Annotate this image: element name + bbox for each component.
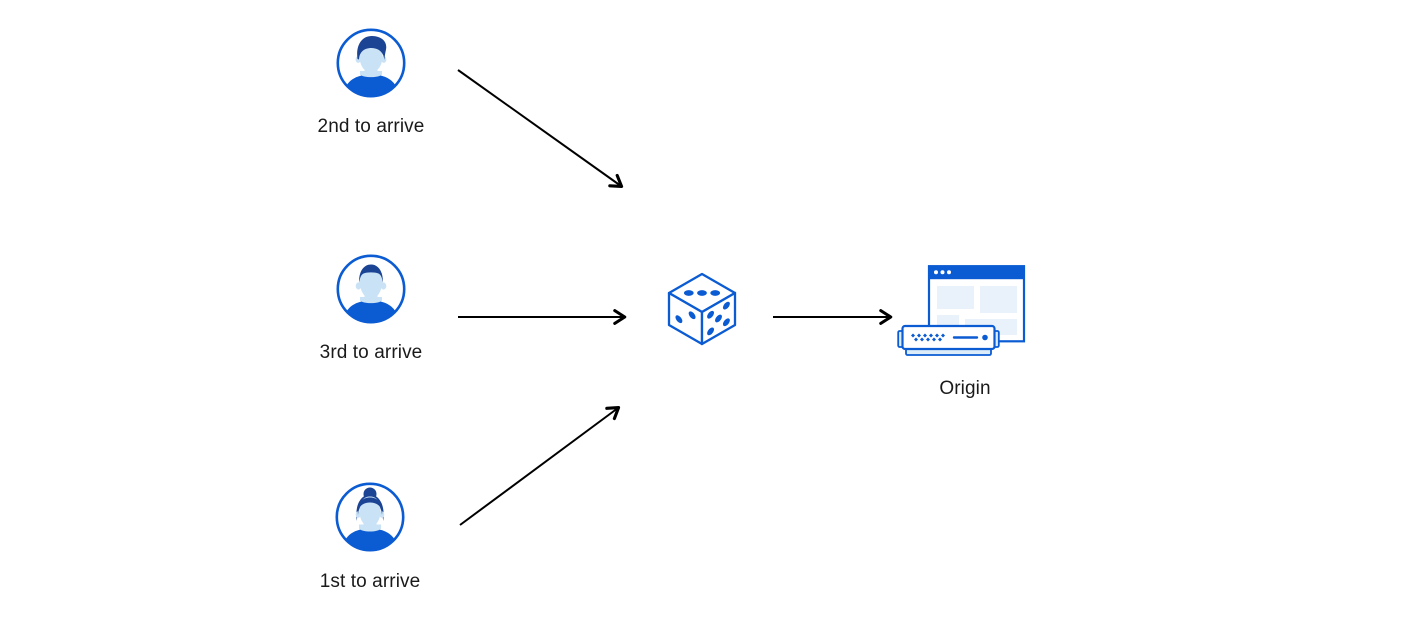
server-icon [897,324,1000,356]
user-avatar-male-swept-hair-icon [336,28,406,98]
node-visitor-middle: 3rd to arrive [320,253,422,363]
dice-icon [667,272,737,346]
node-label-origin: Origin [939,378,991,399]
arrow-visitor-bottom-to-dice [459,406,621,526]
node-label-visitor-top: 2nd to arrive [317,116,425,137]
origin-browser-server-icon [897,265,1026,356]
node-origin: Origin [897,265,1028,399]
node-visitor-top: 2nd to arrive [318,27,424,137]
arrow-visitor-top-to-dice [457,69,624,188]
node-label-visitor-bottom: 1st to arrive [319,571,421,592]
node-label-visitor-middle: 3rd to arrive [319,342,423,363]
user-avatar-female-bun-icon [335,482,405,552]
node-selector [667,272,737,346]
node-visitor-bottom: 1st to arrive [320,481,420,592]
user-avatar-male-short-hair-icon [336,254,406,324]
